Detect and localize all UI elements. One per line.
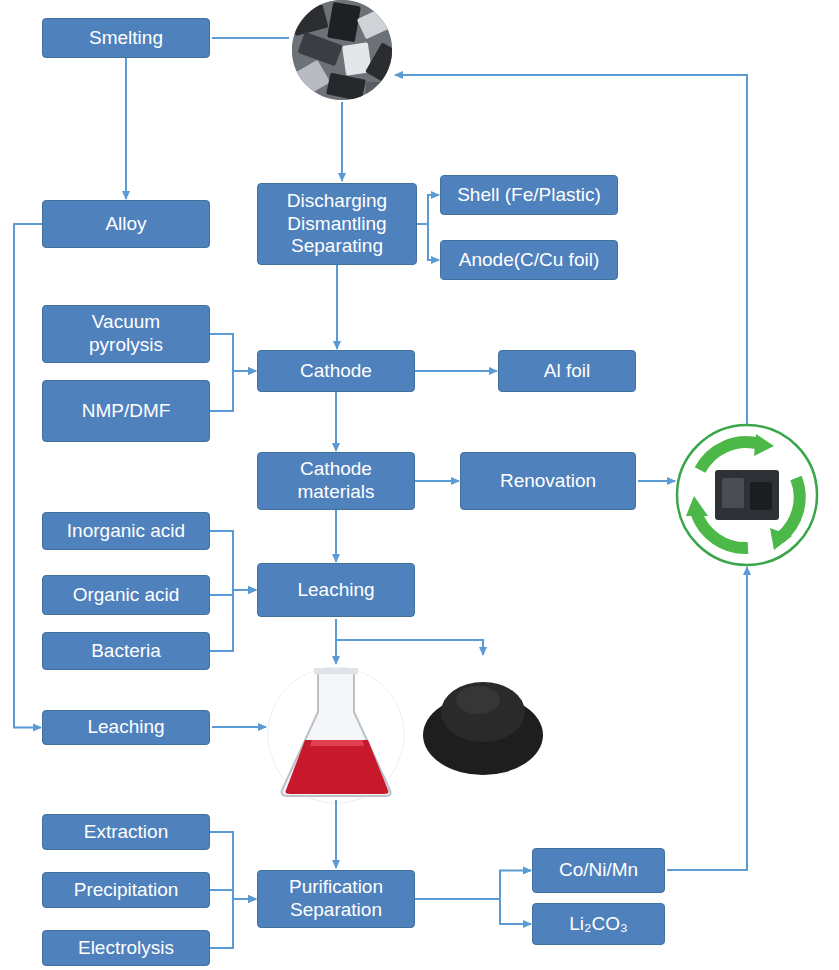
battery-pile — [288, 0, 403, 102]
box-label: Extraction — [84, 821, 168, 844]
flow-arrow — [210, 371, 256, 411]
flow-arrow — [335, 392, 337, 451]
box-label: Precipitation — [74, 879, 179, 902]
box-label: Shell (Fe/Plastic) — [457, 184, 601, 207]
process-box: Discharging Dismantling Separating — [257, 183, 417, 265]
flow-line — [212, 38, 747, 870]
flow-arrow — [415, 480, 459, 482]
process-box: Precipitation — [42, 872, 210, 908]
box-label: Anode(C/Cu foil) — [459, 249, 599, 272]
process-box: NMP/DMF — [42, 380, 210, 442]
box-label: Electrolysis — [78, 937, 174, 960]
flow-arrow — [415, 899, 531, 924]
process-box: Smelting — [42, 18, 210, 58]
flow-arrow — [210, 590, 256, 651]
process-box: Bacteria — [42, 632, 210, 670]
flow-arrow — [417, 224, 439, 260]
process-box: Al foil — [498, 350, 636, 392]
flow-arrow — [210, 531, 256, 590]
box-label: NMP/DMF — [82, 400, 171, 423]
process-box: Inorganic acid — [42, 512, 210, 550]
flow-arrow — [14, 224, 42, 728]
process-box: Shell (Fe/Plastic) — [440, 175, 618, 215]
box-label: Smelting — [89, 27, 163, 50]
flow-arrow — [210, 899, 256, 948]
flow-arrow — [415, 370, 497, 372]
process-box: Leaching — [42, 710, 210, 745]
powder-illustration — [420, 657, 546, 783]
process-box: Electrolysis — [42, 930, 210, 966]
flow-arrow — [335, 510, 337, 562]
box-label: Al foil — [544, 360, 590, 383]
flow-arrow — [415, 871, 531, 900]
box-label: Discharging Dismantling Separating — [264, 190, 410, 258]
flow-arrow — [210, 890, 256, 899]
process-box: Cathode — [257, 350, 415, 392]
box-label: Co/Ni/Mn — [559, 859, 638, 882]
flow-arrow — [125, 58, 127, 199]
process-box: Extraction — [42, 814, 210, 850]
process-box: Cathode materials — [257, 452, 415, 510]
flow-arrow — [210, 334, 256, 371]
process-box: Alloy — [42, 200, 210, 248]
process-box: Organic acid — [42, 575, 210, 615]
box-label: Inorganic acid — [67, 520, 185, 543]
box-label: Alloy — [105, 213, 146, 236]
process-box: Co/Ni/Mn — [532, 848, 665, 893]
process-box: Leaching — [257, 563, 415, 617]
process-box: Renovation — [460, 452, 636, 510]
flow-arrow — [336, 265, 338, 349]
box-label: Purification Separation — [276, 876, 396, 922]
box-label: Cathode materials — [281, 458, 391, 504]
box-label: Cathode — [300, 360, 372, 383]
box-label: Bacteria — [91, 640, 161, 663]
process-box: Li₂CO₃ — [532, 903, 665, 945]
box-label: Leaching — [297, 579, 374, 602]
box-label: Renovation — [500, 470, 596, 493]
box-label: Vacuum pyrolysis — [71, 311, 181, 357]
process-box: Anode(C/Cu foil) — [440, 240, 618, 280]
box-label: Leaching — [87, 716, 164, 739]
flow-arrow — [210, 832, 256, 899]
process-box: Purification Separation — [257, 870, 415, 928]
box-label: Organic acid — [73, 584, 180, 607]
flow-arrow — [417, 195, 439, 224]
beaker-illustration — [268, 667, 404, 803]
box-label: Li₂CO₃ — [569, 913, 627, 936]
recycle-symbol — [677, 425, 817, 565]
process-box: Vacuum pyrolysis — [42, 305, 210, 363]
